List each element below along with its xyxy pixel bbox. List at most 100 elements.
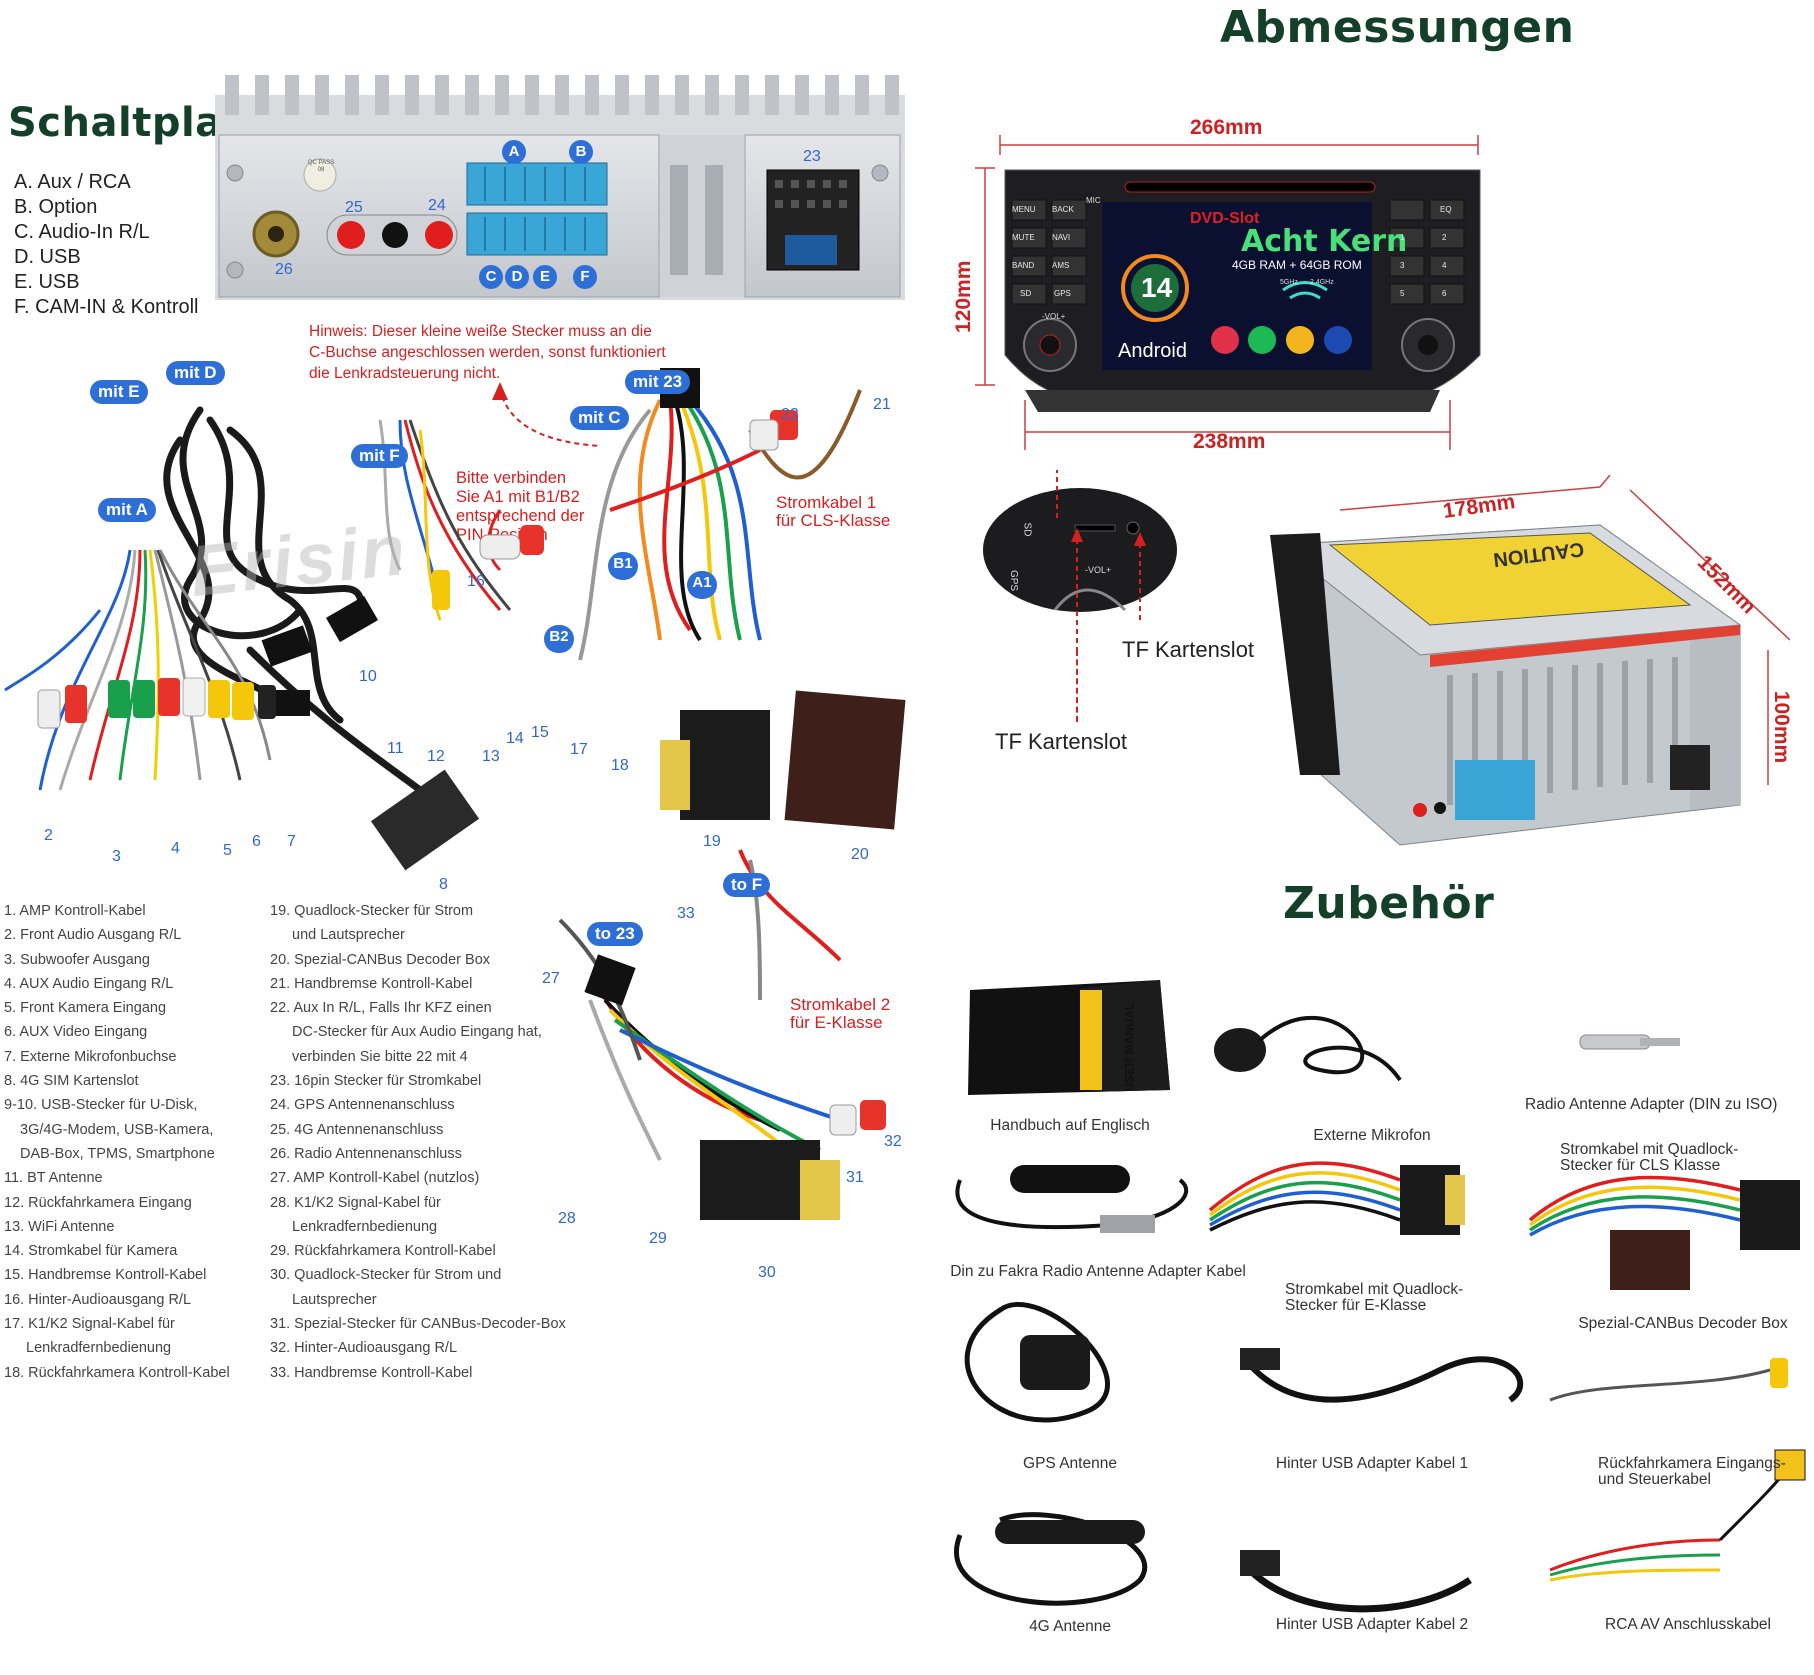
cable-number: 27 <box>542 970 560 987</box>
connector-legend: A. Aux / RCA B. Option C. Audio-In R/L D… <box>14 170 198 320</box>
hinweis-line: Hinweis: Dieser kleine weiße Stecker mus… <box>309 323 652 340</box>
parts-list-item: 21. Handbremse Kontroll-Kabel <box>270 975 473 992</box>
parts-list-left: 1. AMP Kontroll-Kabel 2. Front Audio Aus… <box>4 899 230 1385</box>
dimension-width-bottom: 238mm <box>1193 430 1266 453</box>
parts-list-item: und Lautsprecher <box>292 927 405 944</box>
mic-label: MIC <box>1086 196 1101 205</box>
stromkabel1-note: Stromkabel 1 für CLS-Klasse <box>776 494 890 530</box>
panel-label-a: A <box>502 140 526 164</box>
cable-number: 3 <box>112 848 121 865</box>
tag-mit-f: mit F <box>351 444 408 468</box>
parts-list-right: 19. Quadlock-Stecker für Strom und Lauts… <box>270 899 566 1385</box>
cable-number: 29 <box>649 1230 667 1247</box>
btn-band-label: BAND <box>1012 261 1035 270</box>
tag-b2: B2 <box>544 625 574 653</box>
parts-list-item: 29. Rückfahrkamera Kontroll-Kabel <box>270 1243 496 1260</box>
slot-gps-label: GPS <box>1008 569 1020 592</box>
cable-number: 12 <box>427 748 445 765</box>
stromkabel2-note: Stromkabel 2 für E-Klasse <box>790 996 890 1032</box>
panel-number-24: 24 <box>428 197 446 214</box>
accessory-label: Hinter USB Adapter Kabel 2 <box>1275 1616 1469 1633</box>
parts-list-item: verbinden Sie bitte 22 mit 4 <box>292 1048 468 1065</box>
hinweis-line: C-Buchse angeschlossen werden, sonst fun… <box>309 344 666 361</box>
btn-4-label: 4 <box>1442 261 1447 270</box>
cable-number: 21 <box>873 396 891 413</box>
ram-rom-label: 4GB RAM + 64GB ROM <box>1232 258 1362 272</box>
cable-number: 17 <box>570 741 588 758</box>
cable-number: 20 <box>851 846 869 863</box>
cable-number: 2 <box>44 827 53 844</box>
qc-pass-sticker: QC PASS 08 <box>307 160 335 173</box>
cable-number: 30 <box>758 1264 776 1281</box>
stromkabel2-line: für E-Klasse <box>790 1013 883 1032</box>
android-label: Android <box>1118 340 1187 362</box>
parts-list-item: 12. Rückfahrkamera Eingang <box>4 1194 192 1211</box>
accessory-label: Handbuch auf Englisch <box>990 1117 1150 1134</box>
tf-card-slot-callout-2: TF Kartenslot <box>995 729 1128 754</box>
panel-label-f: F <box>573 265 597 289</box>
accessory-label: GPS Antenne <box>1023 1455 1117 1472</box>
connector-legend-item: E. USB <box>14 271 80 293</box>
btn-ams-label: AMS <box>1052 261 1070 270</box>
cable-number: 6 <box>252 833 261 850</box>
dimension-height-left: 120mm <box>952 260 975 333</box>
tag-mit-c: mit C <box>570 406 629 430</box>
parts-list-item: 32. Hinter-Audioausgang R/L <box>270 1340 458 1357</box>
parts-list-item: 4. AUX Audio Eingang R/L <box>4 975 174 992</box>
parts-list-item: 16. Hinter-Audioausgang R/L <box>4 1291 192 1308</box>
btn-navi-label: NAVI <box>1052 233 1071 242</box>
cable-number: 8 <box>439 876 448 893</box>
tf-card-slot-callout-1: TF Kartenslot <box>1122 637 1255 662</box>
acht-kern-label: Acht Kern <box>1241 224 1408 259</box>
parts-list-item: 25. 4G Antennenanschluss <box>270 1121 444 1138</box>
dimension-width-top: 266mm <box>1190 116 1263 139</box>
cable-number: 22 <box>781 406 799 423</box>
cable-number: 15 <box>531 724 549 741</box>
panel-number-26: 26 <box>275 261 293 278</box>
cable-number: 33 <box>677 905 695 922</box>
cable-number: 16 <box>467 573 485 590</box>
slot-vol-label: -VOL+ <box>1085 565 1112 575</box>
parts-list-item: 11. BT Antenne <box>4 1170 103 1187</box>
parts-list-item: 22. Aux In R/L, Falls Ihr KFZ einen <box>270 1000 492 1017</box>
accessory-label: Radio Antenne Adapter (DIN zu ISO) <box>1525 1096 1778 1113</box>
cable-number: 10 <box>359 668 377 685</box>
parts-list-item: 28. K1/K2 Signal-Kabel für <box>270 1194 441 1211</box>
cable-number: 18 <box>611 757 629 774</box>
btn-1-label: 1 <box>1400 233 1405 242</box>
parts-list-item: 31. Spezial-Stecker für CANBus-Decoder-B… <box>270 1316 566 1333</box>
connector-legend-item: A. Aux / RCA <box>14 171 131 193</box>
tf-slot-dashed-drop <box>1076 650 1078 722</box>
parts-list-item: Lenkradfernbedienung <box>292 1218 438 1235</box>
vol-label: -VOL+ <box>1042 312 1066 321</box>
zubehoer-title: Zubehör <box>1283 878 1495 929</box>
cable-number: 19 <box>703 833 721 850</box>
cable-number: 13 <box>482 748 500 765</box>
cable-number: 28 <box>558 1210 576 1227</box>
parts-list-item: 3G/4G-Modem, USB-Kamera, <box>20 1121 214 1138</box>
parts-list-item: 23. 16pin Stecker für Stromkabel <box>270 1073 482 1090</box>
btn-gps-label: GPS <box>1054 289 1071 298</box>
parts-list-item: 14. Stromkabel für Kamera <box>4 1243 178 1260</box>
parts-list-item: Lautsprecher <box>292 1291 377 1308</box>
parts-list-item: 13. WiFi Antenne <box>4 1218 115 1235</box>
tag-mit-23: mit 23 <box>625 370 691 394</box>
parts-list-item: 8. 4G SIM Kartenslot <box>4 1073 139 1090</box>
btn-5-label: 5 <box>1400 289 1405 298</box>
cable-number: 14 <box>506 730 524 747</box>
accessories-illustrations <box>954 980 1806 1613</box>
slot-sd-label: SD <box>1021 522 1033 537</box>
stromkabel2-line: Stromkabel 2 <box>790 995 891 1014</box>
panel-label-d: D <box>505 265 529 289</box>
stromkabel1-line: für CLS-Klasse <box>776 511 891 530</box>
btn-6-label: 6 <box>1442 289 1447 298</box>
connector-legend-item: F. CAM-IN & Kontroll <box>14 296 199 318</box>
tag-b1: B1 <box>608 552 638 580</box>
accessory-label: Hinter USB Adapter Kabel 1 <box>1275 1455 1469 1472</box>
accessory-label: Externe Mikrofon <box>1313 1127 1431 1144</box>
btn-mute-label: MUTE <box>1012 233 1035 242</box>
wifi-24ghz-label: 2.4GHz <box>1310 279 1334 286</box>
btn-sd-label: SD <box>1020 289 1032 298</box>
stromkabel1-line: Stromkabel 1 <box>776 493 877 512</box>
accessory-label: 4G Antenne <box>1029 1618 1111 1635</box>
